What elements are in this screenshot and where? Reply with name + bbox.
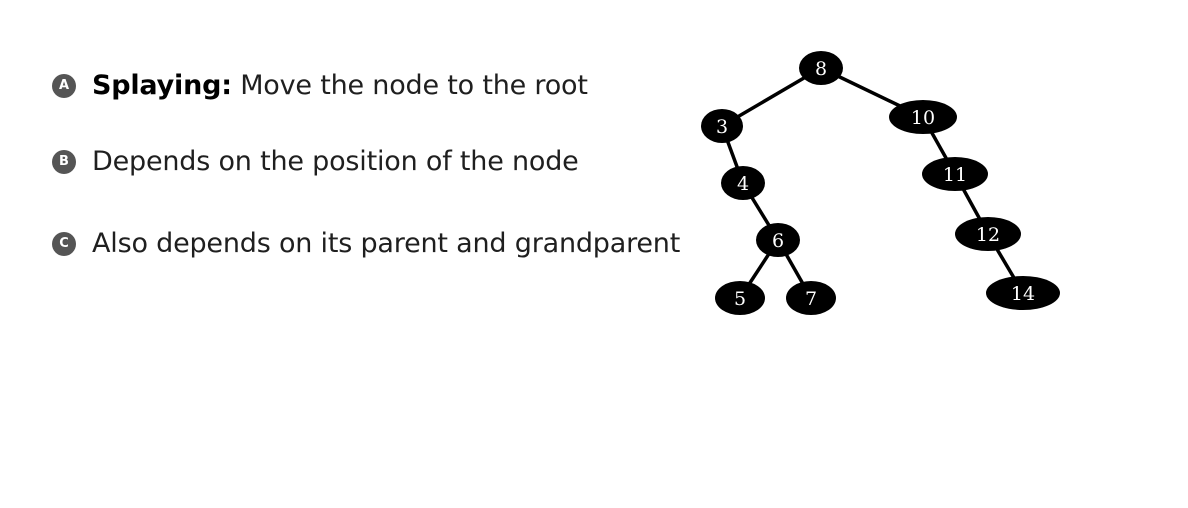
tree-node-4: 4	[721, 166, 765, 200]
bullet-marker-a: A	[52, 73, 76, 98]
tree-node-5: 5	[715, 281, 765, 315]
tree-node-label: 10	[911, 107, 935, 129]
tree-node-label: 12	[976, 224, 1000, 246]
tree-node-14: 14	[986, 276, 1060, 310]
tree-node-8: 8	[799, 51, 843, 85]
tree-node-label: 11	[943, 164, 967, 186]
bullet-c: C Also depends on its parent and grandpa…	[52, 228, 680, 259]
bullet-a-body: Move the node to the root	[231, 70, 588, 101]
tree-node-7: 7	[786, 281, 836, 315]
tree-node-shape	[955, 217, 1021, 251]
bullet-b-text: Depends on the position of the node	[92, 146, 579, 177]
tree-node-shape	[721, 166, 765, 200]
tree-node-12: 12	[955, 217, 1021, 251]
tree-node-10: 10	[889, 100, 957, 134]
tree-node-shape	[701, 109, 743, 143]
tree-node-label: 7	[805, 288, 817, 310]
tree-node-11: 11	[922, 157, 988, 191]
tree-node-shape	[715, 281, 765, 315]
tree-node-shape	[922, 157, 988, 191]
bullet-c-text: Also depends on its parent and grandpare…	[92, 228, 681, 259]
tree-node-label: 14	[1011, 283, 1035, 305]
tree-node-shape	[799, 51, 843, 85]
tree-node-shape	[889, 100, 957, 134]
bullet-marker-b: B	[52, 149, 76, 174]
bullet-a-text: Splaying: Move the node to the root	[92, 70, 588, 101]
tree-nodes: 8 3 10 4 11 6 12 5 7 14	[701, 51, 1060, 315]
tree-node-label: 4	[737, 173, 749, 195]
tree-node-shape	[756, 223, 800, 257]
tree-node-label: 6	[772, 230, 784, 252]
tree-node-shape	[986, 276, 1060, 310]
tree-node-6: 6	[756, 223, 800, 257]
bullet-b: B Depends on the position of the node	[52, 146, 579, 177]
tree-node-3: 3	[701, 109, 743, 143]
bullet-marker-c: C	[52, 231, 76, 256]
tree-node-shape	[786, 281, 836, 315]
bullet-a-bold: Splaying:	[92, 70, 232, 101]
bullet-a: A Splaying: Move the node to the root	[52, 70, 588, 101]
tree-node-label: 5	[734, 288, 746, 310]
tree-node-label: 3	[716, 116, 728, 138]
tree-node-label: 8	[815, 58, 827, 80]
